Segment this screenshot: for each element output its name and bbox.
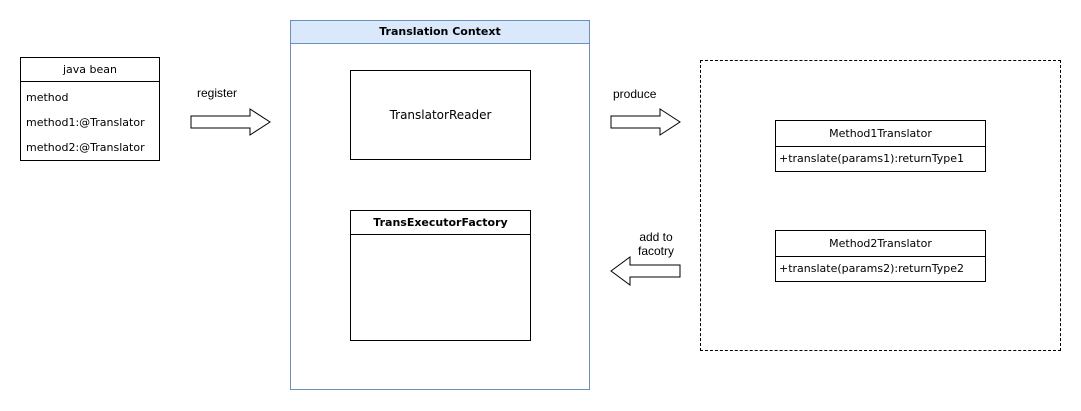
method1-translator-title: Method1Translator	[776, 121, 985, 147]
java-bean-row: method1:@Translator	[26, 116, 145, 129]
method1-translator-class: Method1Translator +translate(params1):re…	[775, 120, 986, 172]
translator-reader: TranslatorReader	[350, 70, 531, 160]
method2-translator-method: +translate(params2):returnType2	[779, 262, 964, 275]
method2-translator-class: Method2Translator +translate(params2):re…	[775, 230, 986, 282]
register-label: register	[197, 86, 238, 100]
produce-arrow	[610, 108, 681, 136]
translator-reader-label: TranslatorReader	[389, 108, 492, 122]
add-to-factory-arrow	[610, 256, 681, 286]
method2-translator-title: Method2Translator	[776, 231, 985, 257]
translation-context-title: Translation Context	[291, 21, 589, 44]
produce-label: produce	[613, 87, 657, 101]
method1-translator-method: +translate(params1):returnType1	[779, 152, 964, 165]
java-bean-row: method	[26, 91, 69, 104]
java-bean-row: method2:@Translator	[26, 141, 145, 154]
generated-translators-group	[700, 60, 1061, 351]
add-to-factory-label: add to facotry	[630, 230, 682, 258]
add-to-factory-line1: add to	[639, 230, 673, 244]
java-bean-title: java bean	[21, 58, 159, 82]
add-to-factory-line2: facotry	[637, 244, 674, 258]
java-bean-class: java bean method method1:@Translator met…	[20, 57, 160, 161]
trans-executor-factory: TransExecutorFactory	[350, 210, 531, 341]
trans-executor-factory-title: TransExecutorFactory	[351, 211, 530, 235]
register-arrow	[190, 108, 271, 136]
